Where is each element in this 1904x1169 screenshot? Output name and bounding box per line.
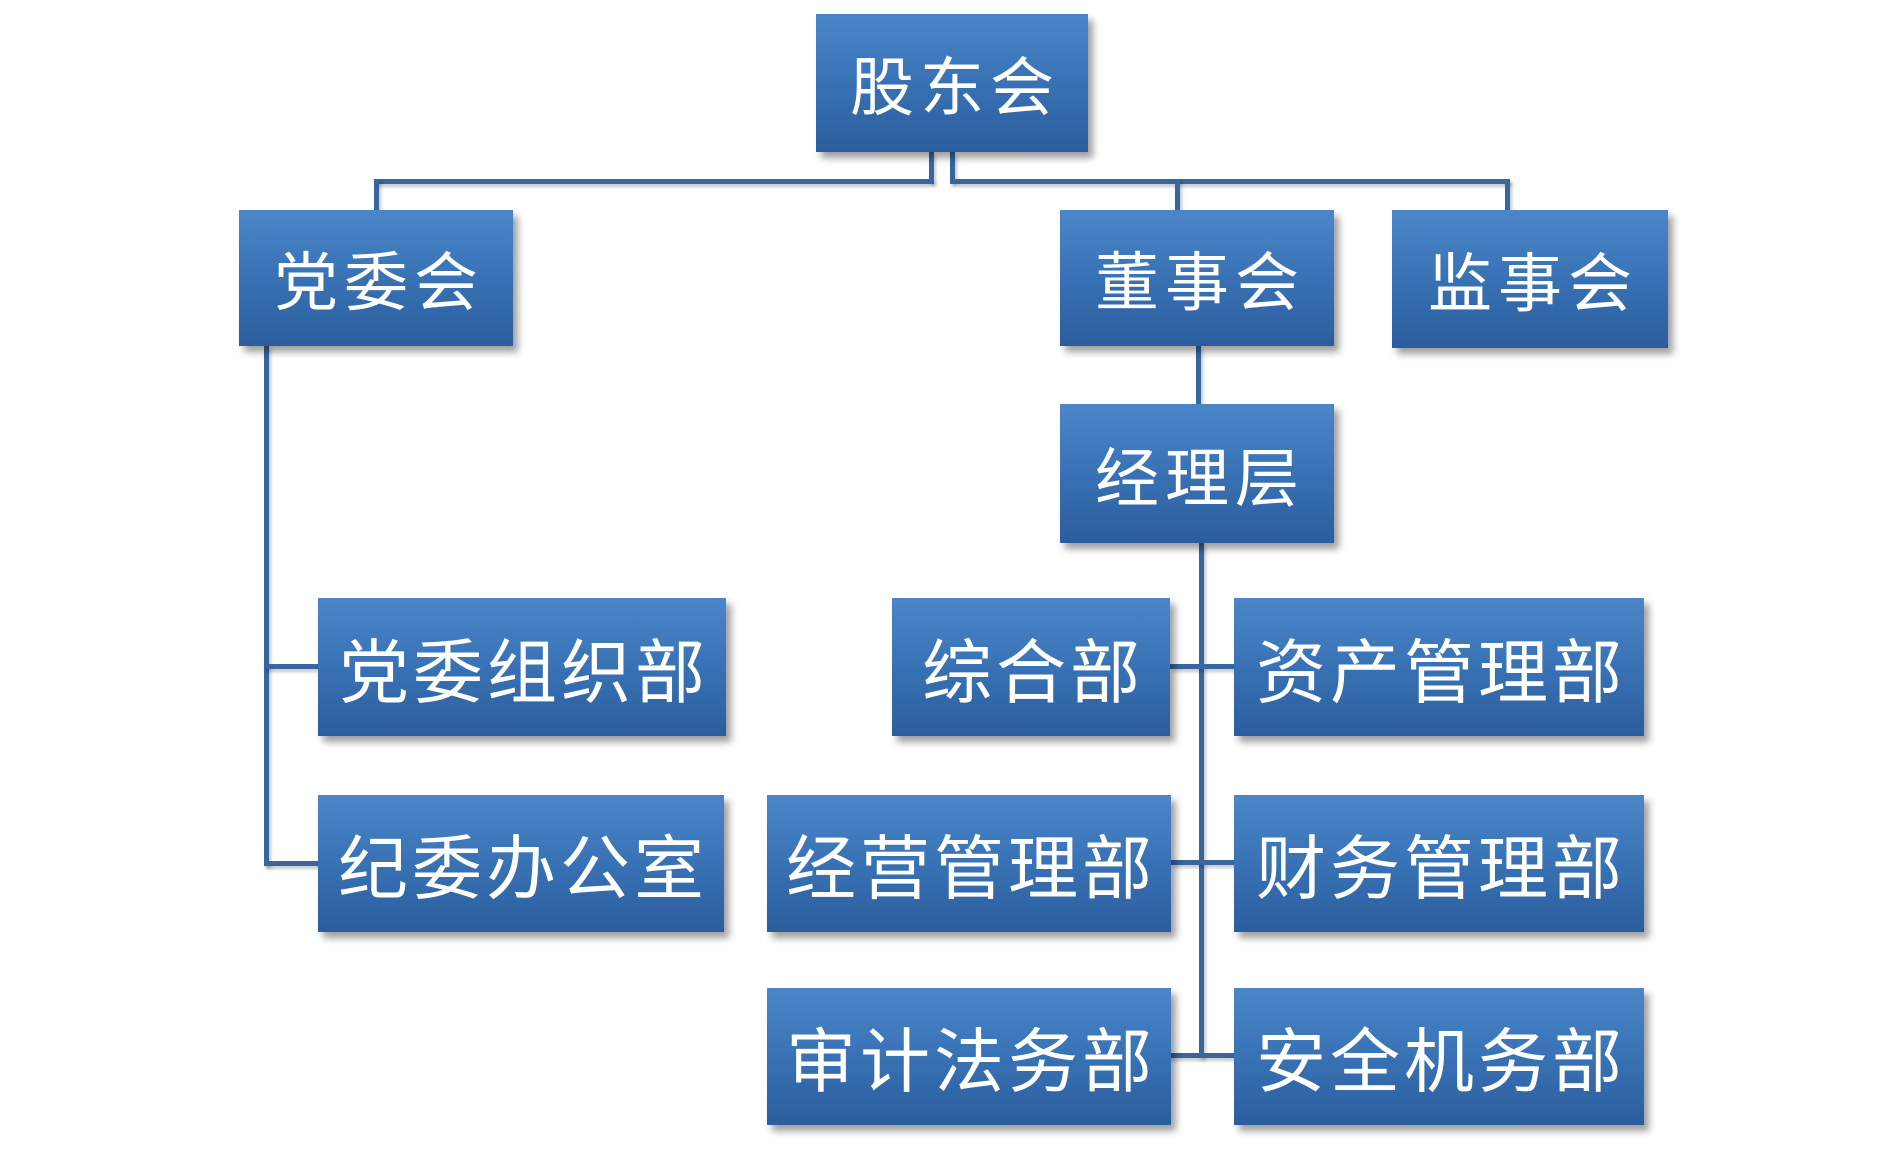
connector-operation-to-financial xyxy=(1171,860,1234,865)
connector-shareholders-right-stem xyxy=(950,152,955,182)
connector-rail-right xyxy=(950,179,1510,184)
connector-drop-supervisory-board xyxy=(1505,179,1510,210)
org-node-asset-management-dept: 资产管理部 xyxy=(1234,598,1644,736)
connector-stub-party-organization xyxy=(264,664,318,669)
org-node-safety-maintenance-dept: 安全机务部 xyxy=(1234,988,1644,1125)
connector-general-to-asset xyxy=(1170,664,1234,669)
connector-stub-discipline-office xyxy=(264,861,318,866)
org-node-general-affairs-dept: 综合部 xyxy=(892,598,1170,736)
connector-drop-party-committee xyxy=(374,179,379,210)
org-node-management-level: 经理层 xyxy=(1060,404,1334,543)
org-node-board-of-directors: 董事会 xyxy=(1060,210,1334,346)
connector-board-to-management xyxy=(1196,346,1201,404)
org-node-supervisory-board: 监事会 xyxy=(1392,210,1668,348)
org-node-operation-management-dept: 经营管理部 xyxy=(767,795,1171,932)
org-node-discipline-inspection-office: 纪委办公室 xyxy=(318,795,724,932)
connector-shareholders-left-stem xyxy=(929,152,934,182)
connector-rail-left xyxy=(374,179,934,184)
connector-audit-to-safety xyxy=(1167,1053,1234,1058)
org-node-audit-legal-dept: 审计法务部 xyxy=(767,988,1171,1125)
connector-drop-board-of-directors xyxy=(1175,179,1180,210)
org-node-financial-management-dept: 财务管理部 xyxy=(1234,795,1644,932)
org-node-party-organization-dept: 党委组织部 xyxy=(318,598,726,736)
connector-management-spine xyxy=(1199,543,1204,1058)
org-node-shareholders-meeting: 股东会 xyxy=(816,14,1088,152)
connector-party-committee-spine xyxy=(264,345,269,866)
org-node-party-committee: 党委会 xyxy=(239,210,513,346)
